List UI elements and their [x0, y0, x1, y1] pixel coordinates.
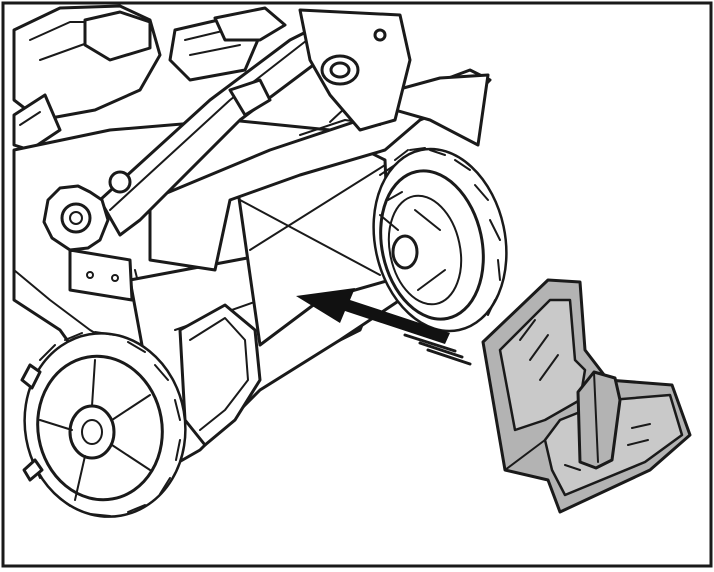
mulching-plug [481, 278, 692, 514]
insert-direction-arrow [296, 288, 472, 366]
handle-bar [98, 6, 412, 237]
handle-knob [42, 170, 134, 302]
front-wheel-left [20, 331, 187, 518]
rear-wheel-right [372, 147, 508, 333]
